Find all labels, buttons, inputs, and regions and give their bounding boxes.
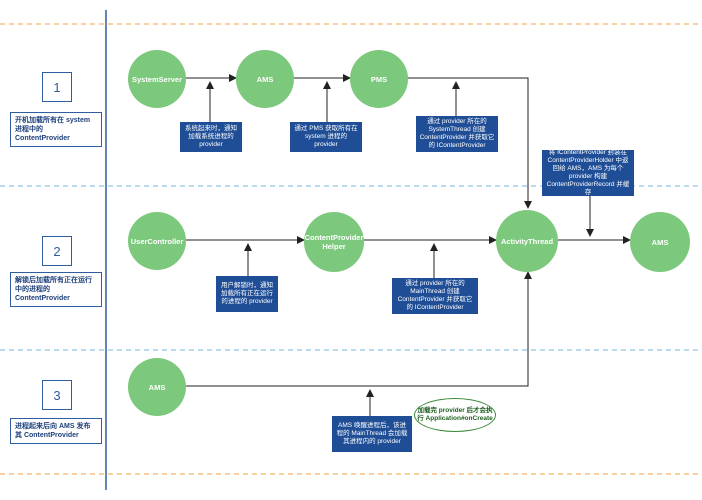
node-activitythread: ActivityThread [496, 210, 558, 272]
note-user-unlock: 用户解锁时，通知加载所有正在运行的进程的 provider [216, 276, 278, 312]
arrow-ams-bottom-activitythread [186, 271, 532, 387]
step-1-box: 1 [42, 72, 72, 102]
note-system-thread: 通过 provider 所在的 SystemThread 创建 ContentP… [416, 116, 498, 152]
node-systemserver: SystemServer [128, 50, 186, 108]
node-usercontroller: UserController [128, 212, 186, 270]
step-2-box: 2 [42, 236, 72, 266]
phase-2-label: 解锁后加载所有正在运行中的进程的 ContentProvider [10, 272, 102, 307]
note-process-wake: AMS 唤醒进程后，该进程的 MainThread 会加载其进程内的 provi… [332, 416, 412, 452]
arrow-pms-activitythread [406, 77, 532, 209]
phase-3-label: 进程起来后向 AMS 发布其 ContentProvider [10, 418, 102, 444]
phase-1-label: 开机加载所有在 system 进程中的 ContentProvider [10, 112, 102, 147]
step-3-box: 3 [42, 380, 72, 410]
node-ams-right: AMS [630, 212, 690, 272]
note-wrap-return: 将 IContentProvider 封装在 ContentProviderHo… [542, 149, 634, 196]
node-ams-top: AMS [236, 50, 294, 108]
node-contentprovider-helper: ContentProvider Helper [304, 212, 364, 272]
note-system-ready: 系统起来时，通知加载系统进程的 provider [180, 122, 242, 152]
note-bubble-oncreate: 加载完 provider 后才会执行 Application#onCreate [414, 398, 496, 432]
node-ams-bottom: AMS [128, 358, 186, 416]
note-pms-fetch: 通过 PMS 获取所有在 system 进程的 provider [290, 122, 362, 152]
note-main-thread: 通过 provider 所在的 MainThread 创建 ContentPro… [392, 278, 478, 314]
node-pms: PMS [350, 50, 408, 108]
